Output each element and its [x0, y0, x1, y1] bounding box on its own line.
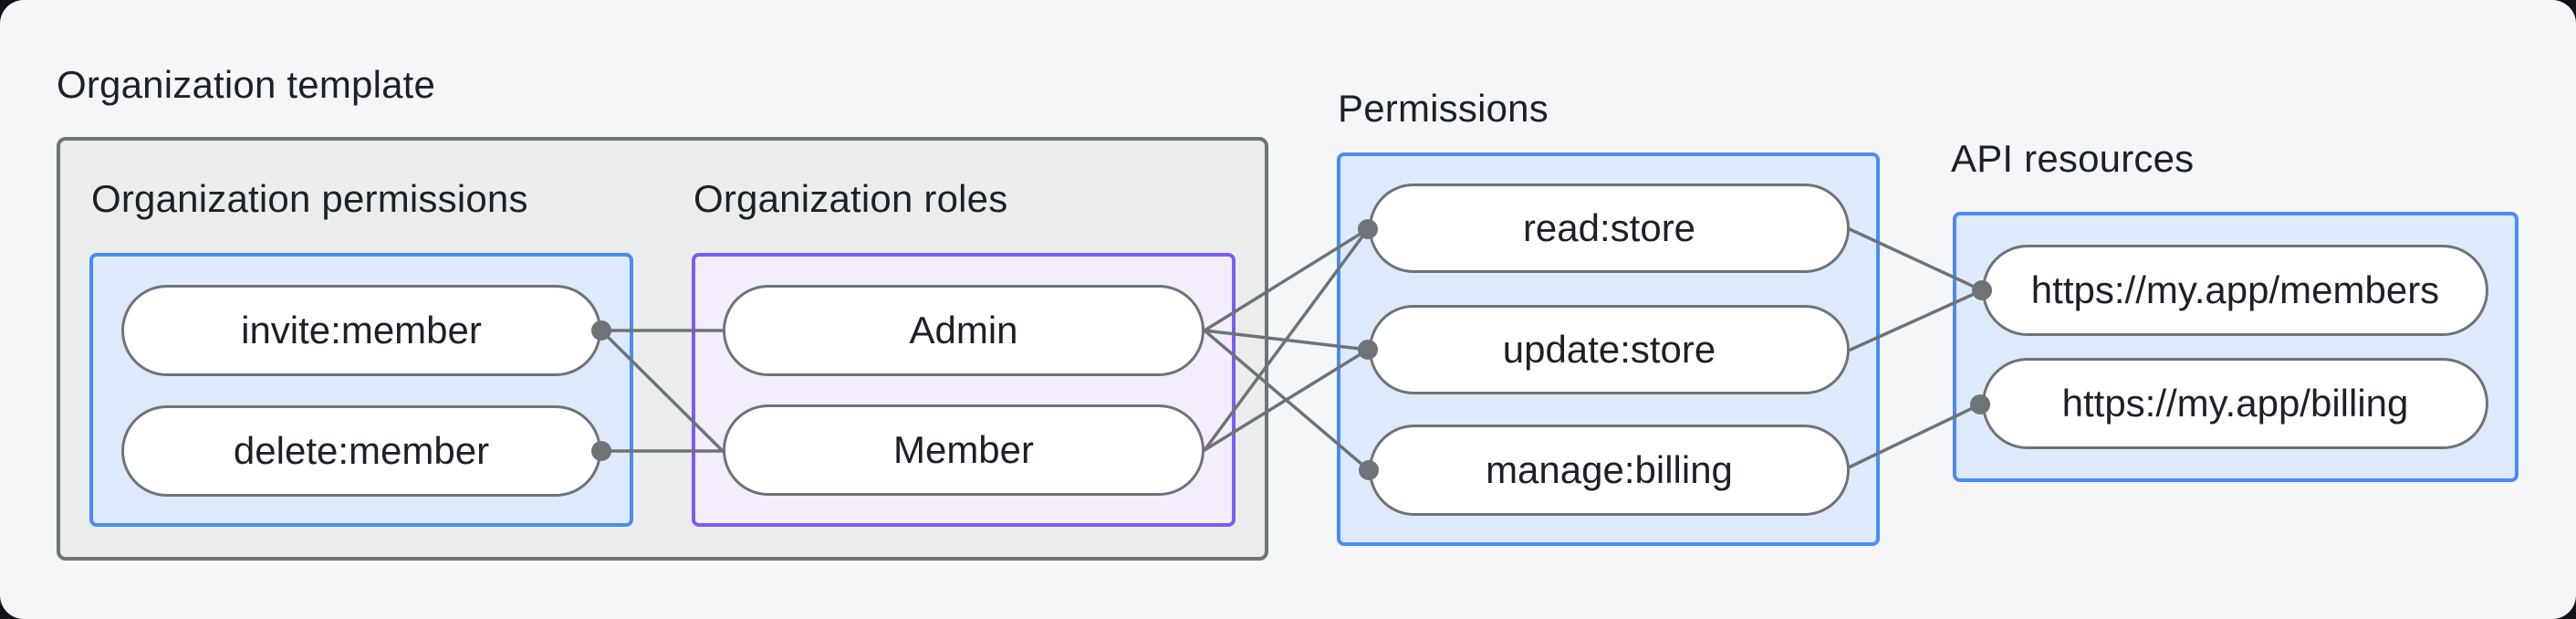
node-member-label: Member	[892, 428, 1035, 471]
node-admin-label: Admin	[909, 309, 1018, 351]
node-billing-resource-label: https://my.app/billing	[2061, 382, 2409, 425]
node-delete-member: delete:member	[121, 405, 601, 497]
node-admin: Admin	[723, 285, 1205, 376]
node-billing-resource: https://my.app/billing	[1982, 358, 2488, 449]
node-manage-billing-label: manage:billing	[1486, 448, 1733, 491]
node-invite-member-label: invite:member	[241, 309, 482, 351]
node-manage-billing: manage:billing	[1369, 425, 1850, 516]
node-member: Member	[723, 404, 1205, 496]
node-update-store-label: update:store	[1502, 328, 1716, 371]
node-update-store: update:store	[1369, 305, 1850, 394]
org-template-heading: Organization template	[57, 63, 436, 106]
node-members-resource: https://my.app/members	[1982, 245, 2488, 336]
node-delete-member-label: delete:member	[233, 429, 490, 472]
node-read-store-label: read:store	[1522, 206, 1696, 249]
node-members-resource-label: https://my.app/members	[2030, 268, 2440, 311]
org-roles-heading: Organization roles	[694, 177, 1008, 220]
node-read-store: read:store	[1369, 184, 1850, 273]
permissions-heading: Permissions	[1338, 87, 1549, 130]
org-permissions-heading: Organization permissions	[91, 177, 528, 220]
api-resources-heading: API resources	[1951, 137, 2195, 180]
node-invite-member: invite:member	[121, 285, 601, 376]
